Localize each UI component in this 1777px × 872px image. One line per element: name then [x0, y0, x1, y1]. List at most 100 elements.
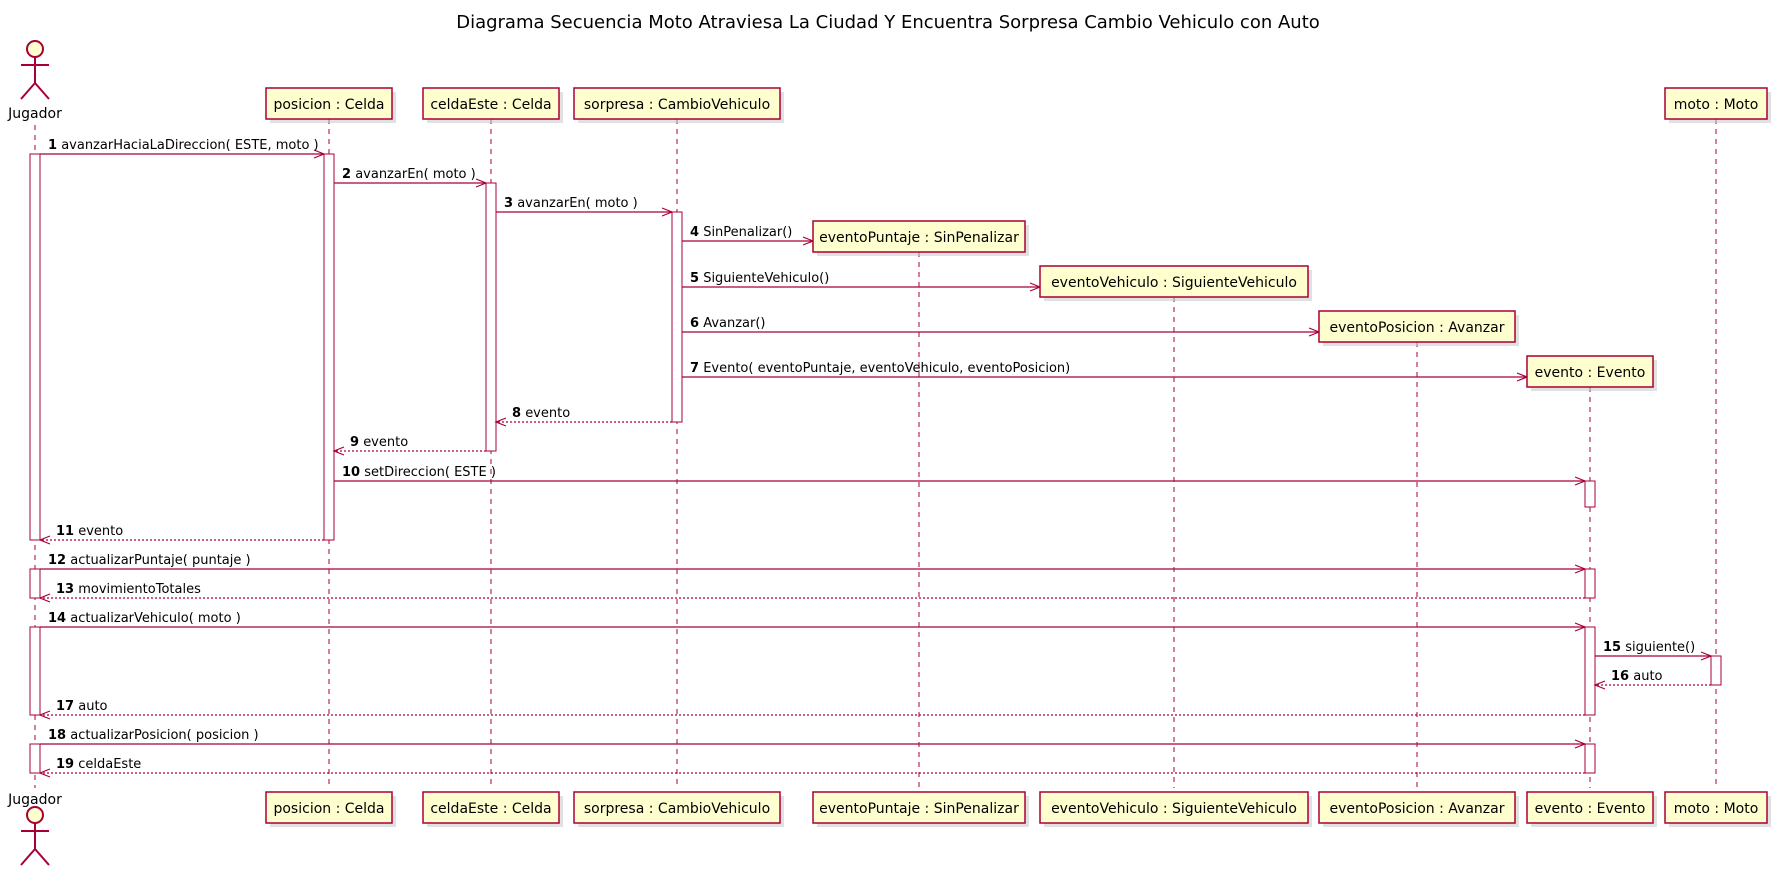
activation-bar-jugador [29, 743, 41, 774]
message-text: avanzarEn( moto ) [355, 167, 476, 182]
message-13: 13 movimientoTotales [38, 582, 1585, 603]
message-label: 9 evento [350, 435, 408, 450]
activation-bar-jugador [29, 568, 41, 599]
message-16: 16 auto [1593, 669, 1711, 690]
message-label: 1 avanzarHaciaLaDireccion( ESTE, moto ) [48, 138, 319, 153]
message-label: 4 SinPenalizar() [690, 225, 792, 240]
message-number: 13 [56, 582, 74, 597]
message-17: 17 auto [38, 699, 1585, 720]
actor-jugador-top: Jugador [7, 40, 62, 122]
message-label: 2 avanzarEn( moto ) [342, 167, 476, 182]
participant-label: evento : Evento [1535, 365, 1646, 381]
message-label: 19 celdaEste [56, 757, 141, 772]
message-number: 4 [690, 225, 699, 240]
participant-box [265, 791, 393, 824]
activation-bar-moto [1710, 655, 1722, 686]
participant-label: posicion : Celda [273, 97, 384, 113]
participant-label: moto : Moto [1674, 801, 1759, 817]
message-number: 19 [56, 757, 74, 772]
participant-posicion-bottom: posicion : Celda [265, 791, 396, 827]
message-number: 8 [512, 406, 521, 421]
message-text: celdaEste [78, 757, 141, 772]
participant-evento-created: evento : Evento [1526, 355, 1657, 391]
participant-box [1526, 791, 1654, 824]
participant-eventoVehiculo-created: eventoVehiculo : SiguienteVehiculo [1039, 265, 1312, 301]
message-text: siguiente() [1625, 640, 1695, 655]
participant-moto-top: moto : Moto [1664, 87, 1771, 123]
message-number: 5 [690, 271, 699, 286]
message-19: 19 celdaEste [38, 757, 1585, 778]
message-label: 17 auto [56, 699, 108, 714]
message-label: 7 Evento( eventoPuntaje, eventoVehiculo,… [690, 361, 1070, 376]
arrowhead-icon [332, 446, 345, 456]
actor-head-icon [26, 806, 44, 824]
participant-sorpresa-bottom: sorpresa : CambioVehiculo [573, 791, 784, 827]
arrowhead-icon [661, 207, 674, 217]
participant-box [573, 791, 781, 824]
participant-box [1526, 355, 1654, 388]
message-5: 5 SiguienteVehiculo() [682, 271, 1042, 292]
message-text: actualizarVehiculo( moto ) [70, 611, 241, 626]
actor-body-icon [20, 57, 50, 100]
participant-label: eventoPosicion : Avanzar [1330, 320, 1505, 336]
arrowhead-icon [38, 768, 51, 778]
message-14: 14 actualizarVehiculo( moto ) [40, 611, 1587, 632]
message-label: 6 Avanzar() [690, 316, 766, 331]
message-text: actualizarPuntaje( puntaje ) [70, 553, 250, 568]
activation-bar-posicion [323, 153, 335, 541]
participant-sorpresa-top: sorpresa : CambioVehiculo [573, 87, 784, 123]
message-label: 10 setDireccion( ESTE ) [342, 465, 496, 480]
participant-posicion-top: posicion : Celda [265, 87, 396, 123]
message-number: 11 [56, 524, 74, 539]
actor-label: Jugador [7, 792, 62, 808]
arrowhead-icon [1700, 651, 1713, 661]
message-number: 10 [342, 465, 360, 480]
message-label: 16 auto [1611, 669, 1663, 684]
participant-box [1318, 791, 1516, 824]
message-9: 9 evento [332, 435, 486, 456]
activation-bar-evento [1584, 626, 1596, 716]
message-7: 7 Evento( eventoPuntaje, eventoVehiculo,… [682, 361, 1529, 382]
message-text: evento [525, 406, 570, 421]
message-label: 13 movimientoTotales [56, 582, 201, 597]
message-8: 8 evento [494, 406, 672, 427]
message-label: 8 evento [512, 406, 570, 421]
message-11: 11 evento [38, 524, 324, 545]
message-label: 3 avanzarEn( moto ) [504, 196, 638, 211]
message-12: 12 actualizarPuntaje( puntaje ) [40, 553, 1587, 574]
participant-box [422, 87, 560, 120]
participant-moto-bottom: moto : Moto [1664, 791, 1771, 827]
participant-box [812, 791, 1026, 824]
participant-box [1664, 87, 1768, 120]
activation-bar-evento [1584, 568, 1596, 599]
participant-eventoPosicion-bottom: eventoPosicion : Avanzar [1318, 791, 1519, 827]
message-label: 18 actualizarPosicion( posicion ) [48, 728, 259, 743]
participant-box [265, 87, 393, 120]
message-number: 12 [48, 553, 66, 568]
message-text: evento [78, 524, 123, 539]
participant-label: sorpresa : CambioVehiculo [584, 801, 770, 817]
message-18: 18 actualizarPosicion( posicion ) [40, 728, 1587, 749]
actor-body-icon [20, 823, 50, 866]
activation-bar-evento [1584, 743, 1596, 774]
participant-label: moto : Moto [1674, 97, 1759, 113]
participant-label: posicion : Celda [273, 801, 384, 817]
participant-box [573, 87, 781, 120]
participant-box [1039, 265, 1309, 298]
actor-jugador-bottom: Jugador [7, 792, 62, 866]
message-10: 10 setDireccion( ESTE ) [334, 465, 1587, 486]
arrowhead-icon [1593, 680, 1606, 690]
participant-label: evento : Evento [1535, 801, 1646, 817]
participant-evento-bottom: evento : Evento [1526, 791, 1657, 827]
message-text: evento [363, 435, 408, 450]
actor-label: Jugador [7, 106, 62, 122]
activation-bar-evento [1584, 480, 1596, 508]
participant-box [422, 791, 560, 824]
message-label: 5 SiguienteVehiculo() [690, 271, 829, 286]
message-number: 15 [1603, 640, 1621, 655]
message-text: movimientoTotales [78, 582, 201, 597]
arrowhead-icon [1574, 476, 1587, 486]
participant-box [1039, 791, 1309, 824]
participant-eventoPuntaje-bottom: eventoPuntaje : SinPenalizar [812, 791, 1029, 827]
